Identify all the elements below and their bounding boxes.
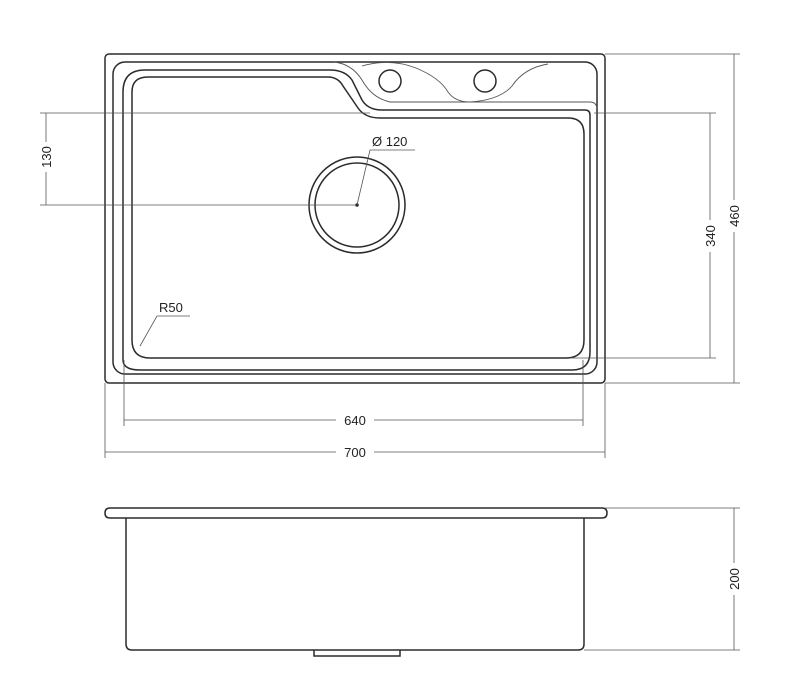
corner-radius-label: R50 [159, 300, 183, 315]
dim-drain-offset-label: 130 [39, 146, 54, 168]
side-view: 200 [104, 507, 744, 657]
drain-diameter-leader [356, 149, 415, 206]
side-bowl-body [125, 518, 585, 651]
tap-boss-left [361, 62, 471, 103]
side-drain-stub [313, 650, 401, 657]
tap-hole-right-icon [473, 69, 497, 93]
tap-boss-right [469, 63, 549, 103]
drain-diameter-label: Ø 120 [372, 134, 407, 149]
dim-bowl-depth-label: 340 [703, 225, 718, 247]
inner-rim [112, 61, 598, 375]
outer-rim [104, 53, 606, 384]
top-view-dimensions: 130 340 460 640 700 [36, 53, 744, 461]
dim-overall-depth-label: 460 [727, 205, 742, 227]
side-rim-flange [104, 507, 608, 519]
corner-radius-leader [139, 315, 190, 347]
tap-hole-left-icon [378, 69, 402, 93]
bowl-outline [131, 76, 585, 359]
dim-height-label: 200 [727, 568, 742, 590]
deck-outline [122, 69, 591, 371]
dim-bowl-width-label: 640 [344, 413, 366, 428]
tap-deck-ledge [333, 61, 598, 109]
top-view: Ø 120 R50 [40, 53, 606, 384]
dim-overall-width-label: 700 [344, 445, 366, 460]
